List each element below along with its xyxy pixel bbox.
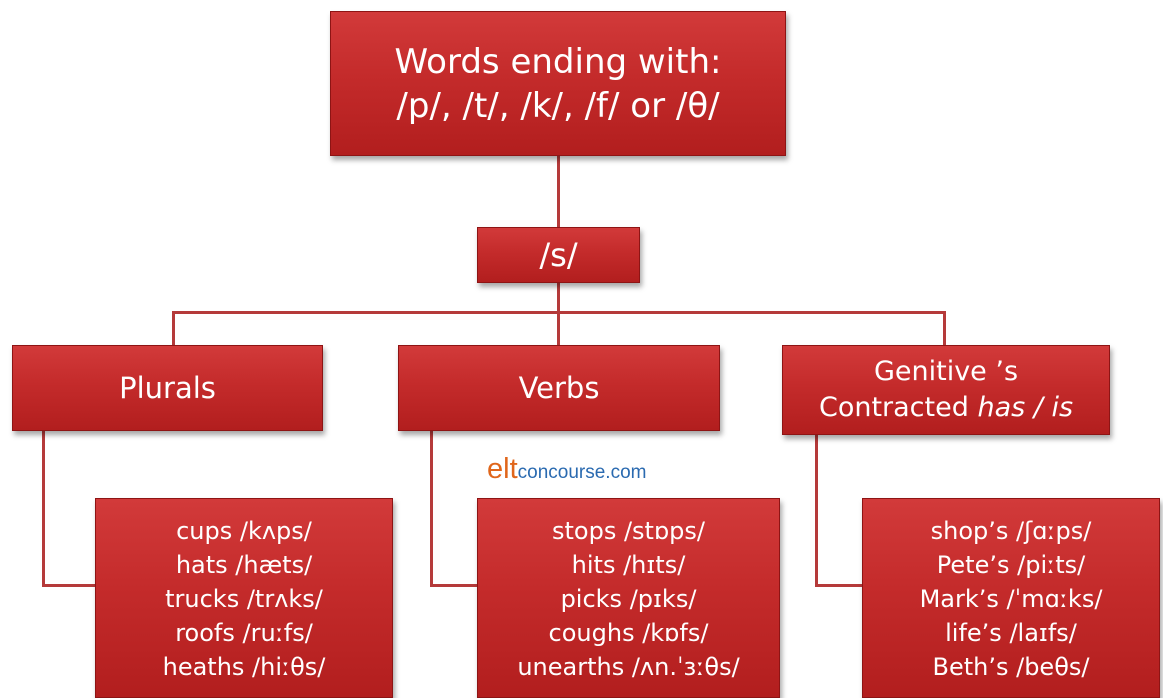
root-phonemes: /p/, /t/, /k/, /f/ or /θ/ <box>396 85 720 126</box>
list-item: coughs /kɒfs/ <box>548 619 709 647</box>
connector-root-mid <box>557 156 560 227</box>
genitive-label: Genitive ’s <box>873 356 1019 387</box>
plurals-examples-box: cups /kʌps/ hats /hæts/ trucks /trʌks/ r… <box>95 498 393 698</box>
logo-concourse: concourse.com <box>517 462 647 483</box>
list-item: hits /hɪts/ <box>571 551 686 579</box>
contracted-text: Contracted <box>818 392 978 423</box>
list-item: picks /pɪks/ <box>560 585 697 613</box>
connector-plurals-list-v <box>42 431 45 586</box>
contracted-label: Contracted has / is <box>819 390 1073 426</box>
connector-verbs-list-h <box>430 584 477 587</box>
genitive-examples-box: shop’s /ʃɑːps/ Pete’s /piːts/ Mark’s /ˈm… <box>862 498 1160 698</box>
s-sound-node: /s/ <box>477 227 640 283</box>
list-item: roofs /ruːfs/ <box>175 619 313 647</box>
plurals-node: Plurals <box>12 345 323 431</box>
verbs-label: Verbs <box>518 371 600 405</box>
list-item: life’s /laɪfs/ <box>945 619 1077 647</box>
verbs-examples-box: stops /stɒps/ hits /hɪts/ picks /pɪks/ c… <box>477 498 780 698</box>
list-item: Mark’s /ˈmɑːks/ <box>919 585 1103 613</box>
plurals-label: Plurals <box>119 371 216 405</box>
connector-mid-bar <box>557 283 560 313</box>
connector-bar-genitive <box>943 311 946 345</box>
connector-verbs-list-v <box>430 431 433 586</box>
connector-bar-verbs <box>557 311 560 345</box>
connector-plurals-list-h <box>42 584 95 587</box>
list-item: unearths /ʌn.ˈɜːθs/ <box>517 653 740 681</box>
list-item: Beth’s /beθs/ <box>932 653 1090 681</box>
list-item: stops /stɒps/ <box>551 517 706 545</box>
genitive-node: Genitive ’s Contracted has / is <box>782 345 1110 435</box>
list-item: trucks /trʌks/ <box>165 585 323 613</box>
list-item: heaths /hiːθs/ <box>162 653 326 681</box>
list-item: shop’s /ʃɑːps/ <box>930 517 1092 545</box>
root-node: Words ending with: /p/, /t/, /k/, /f/ or… <box>330 11 786 156</box>
connector-genitive-list-h <box>815 584 862 587</box>
list-item: Pete’s /piːts/ <box>936 551 1086 579</box>
root-title: Words ending with: <box>394 41 722 82</box>
s-sound-label: /s/ <box>539 236 578 274</box>
list-item: hats /hæts/ <box>175 551 313 579</box>
has-is-text: has / is <box>977 392 1074 423</box>
verbs-node: Verbs <box>398 345 720 431</box>
eltconcourse-logo: eltconcourse.com <box>487 453 646 486</box>
logo-elt: elt <box>487 453 518 485</box>
connector-genitive-list-v <box>815 435 818 586</box>
connector-bar-plurals <box>172 311 175 345</box>
list-item: cups /kʌps/ <box>176 517 312 545</box>
